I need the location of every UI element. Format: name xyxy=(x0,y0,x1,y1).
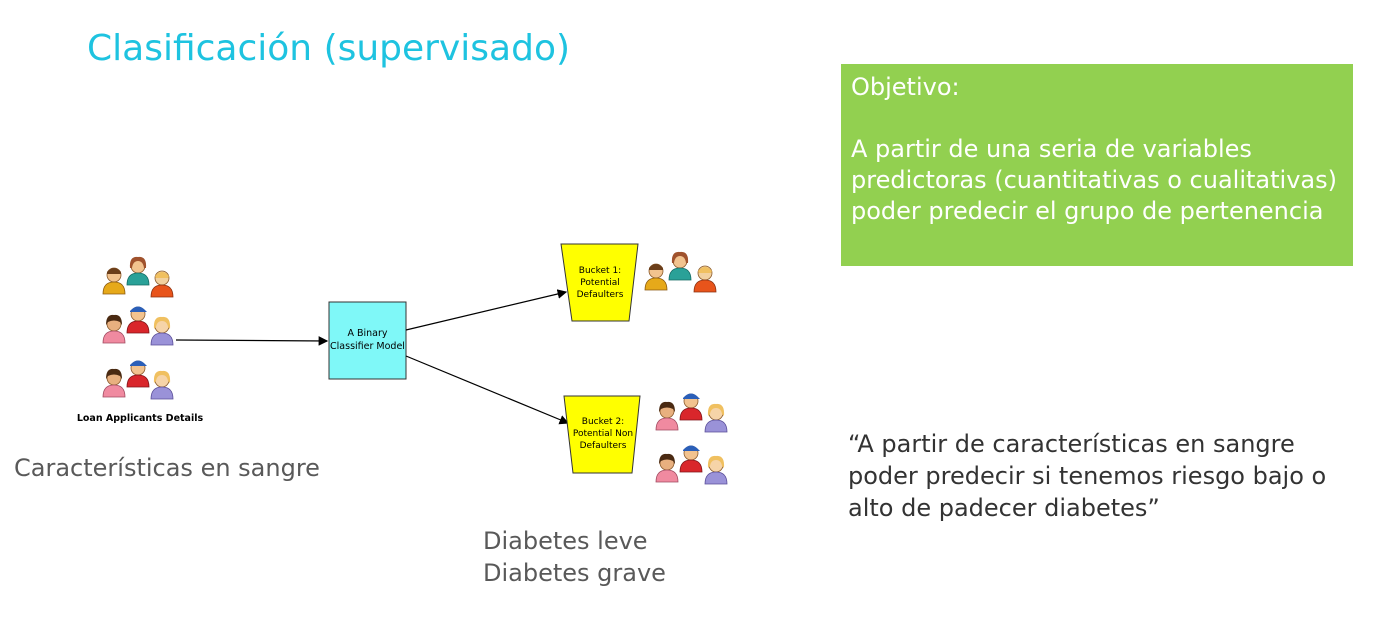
diabetes-mild-label: Diabetes leve xyxy=(483,527,648,555)
bucket-1-line3: Defaulters xyxy=(577,290,624,300)
objective-box: Objetivo: A partir de una seria de varia… xyxy=(841,64,1353,266)
bucket-1-line1: Bucket 1: xyxy=(579,266,621,276)
person-icon xyxy=(679,445,703,473)
arrow-model-to-bucket2 xyxy=(405,355,570,425)
person-icon xyxy=(150,370,174,400)
example-quote: “A partir de características en sangre p… xyxy=(848,430,1327,522)
classifier-label-line2: Classifier Model xyxy=(330,341,405,352)
diabetes-classes: Diabetes leve Diabetes grave xyxy=(483,525,666,589)
objective-text: A partir de una seria de variables predi… xyxy=(851,135,1337,225)
person-icon xyxy=(655,401,679,431)
classifier-label-line1: A Binary xyxy=(347,328,387,339)
bucket-2-line1: Bucket 2: xyxy=(582,417,624,427)
person-icon xyxy=(126,360,150,388)
arrow-applicants-to-model xyxy=(175,336,329,346)
arrow-model-to-bucket1 xyxy=(405,289,568,331)
person-icon xyxy=(668,251,692,281)
objective-label: Objetivo: xyxy=(851,73,960,101)
slide-title: Clasificación (supervisado) xyxy=(87,28,571,69)
classifier-model: A Binary Classifier Model xyxy=(328,301,407,380)
bucket-1-people xyxy=(644,251,717,293)
bucket-1-shape xyxy=(560,243,639,322)
classifier-model-box xyxy=(328,301,407,380)
person-icon xyxy=(150,316,174,346)
person-icon xyxy=(126,256,150,286)
person-icon xyxy=(704,403,728,433)
blood-characteristics-caption: Características en sangre xyxy=(14,454,320,482)
person-icon xyxy=(679,393,703,421)
person-icon xyxy=(693,265,717,293)
applicants-label: Loan Applicants Details xyxy=(77,413,204,424)
applicants-group: Loan Applicants Details xyxy=(77,256,204,424)
person-icon xyxy=(644,263,668,291)
bucket-2-people xyxy=(655,393,728,485)
person-icon xyxy=(102,267,126,295)
bucket-1: Bucket 1: Potential Defaulters xyxy=(560,243,639,322)
person-icon xyxy=(704,455,728,485)
bucket-2-line2: Potential Non xyxy=(573,429,633,439)
person-icon xyxy=(126,306,150,334)
bucket-2-line3: Defaulters xyxy=(580,441,627,451)
bucket-1-line2: Potential xyxy=(580,278,619,288)
person-icon xyxy=(150,270,174,298)
person-icon xyxy=(655,453,679,483)
person-icon xyxy=(102,314,126,344)
diabetes-severe-label: Diabetes grave xyxy=(483,559,666,587)
person-icon xyxy=(102,368,126,398)
bucket-2-shape xyxy=(563,395,641,474)
bucket-2: Bucket 2: Potential Non Defaulters xyxy=(563,395,641,474)
